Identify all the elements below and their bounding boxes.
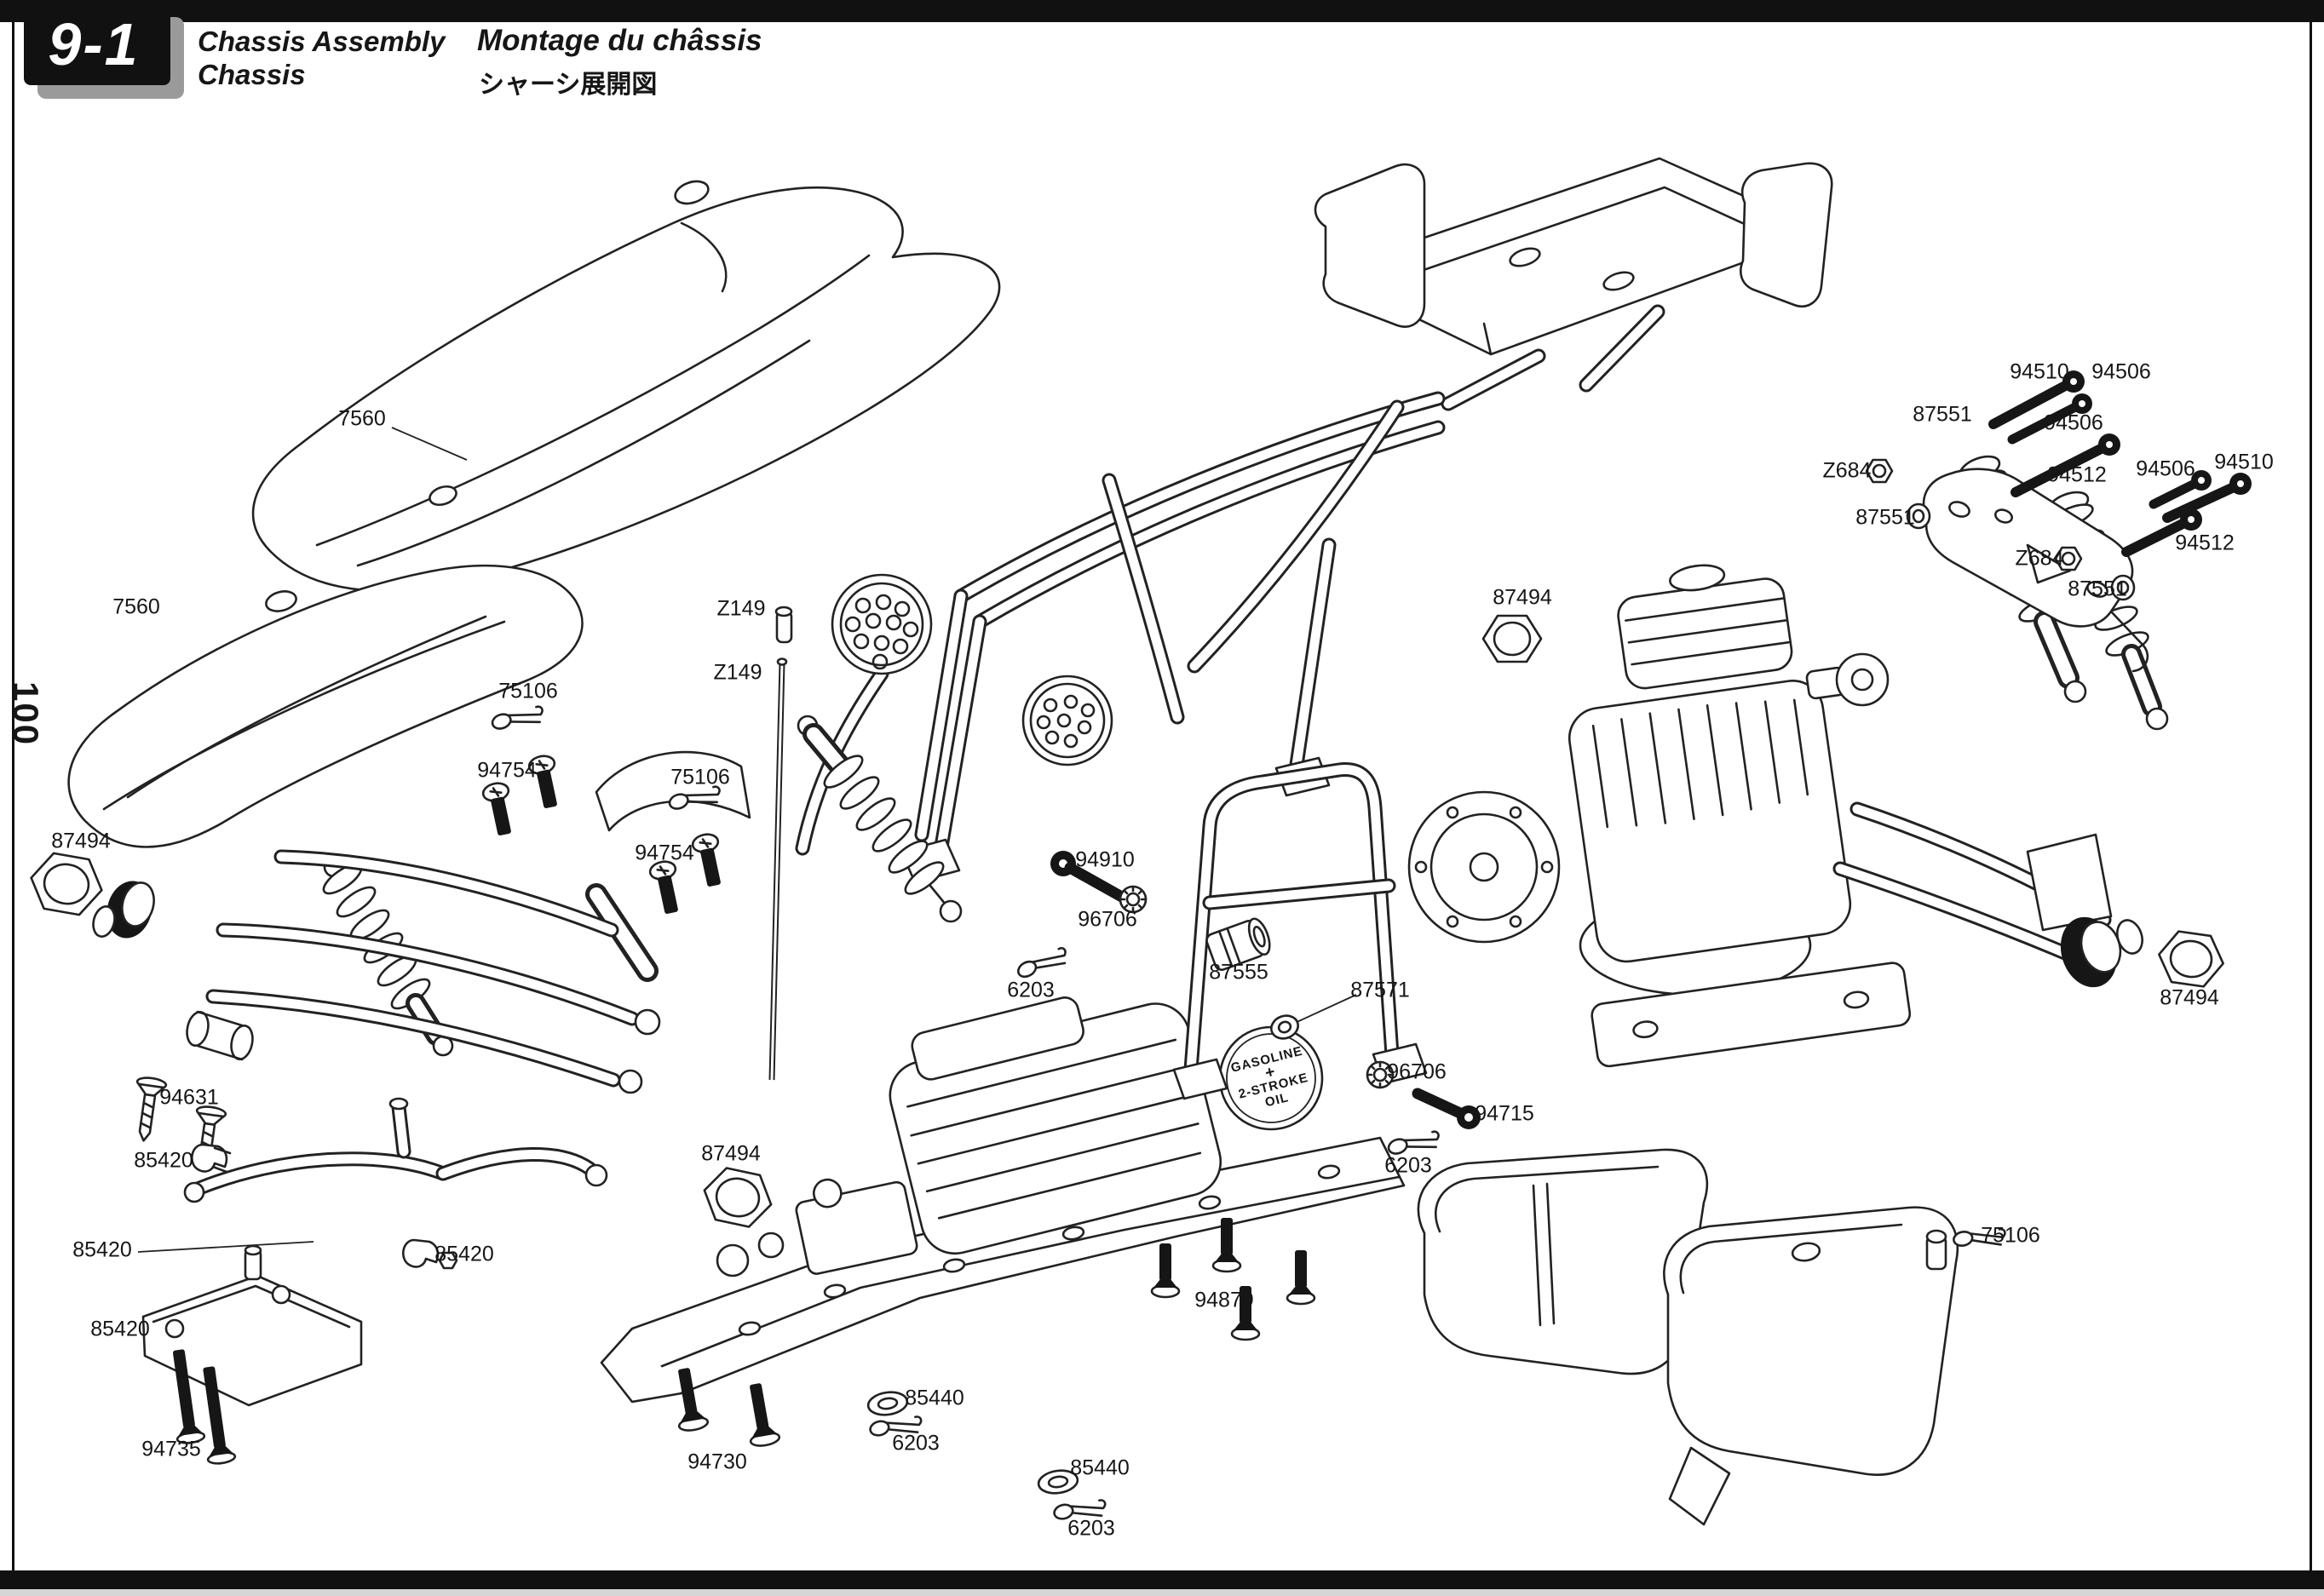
body-shell-front — [67, 564, 584, 848]
screw-94735-icon — [172, 1349, 237, 1465]
body-shell-upper — [251, 180, 1001, 592]
title-en-line1: Chassis Assembly — [198, 26, 446, 57]
washer-85440-icon — [866, 1391, 1079, 1495]
section-number: 9-1 — [48, 11, 140, 78]
sleeve-87555-icon — [1205, 917, 1271, 971]
body-clip-75106-icon — [491, 705, 2006, 1247]
bolt-cluster-icons — [1988, 370, 2252, 557]
button-screw-94754-icon — [481, 755, 721, 914]
left-suspension — [92, 715, 963, 1094]
hardware — [30, 370, 2252, 1520]
screw-94715-icon — [1412, 1088, 1481, 1129]
screw-94910-icon — [1050, 851, 1132, 905]
bottom-gray-strip — [0, 1589, 2324, 1596]
antenna-tube — [768, 606, 793, 1081]
washer-87551-icon — [1906, 502, 2136, 601]
leader-lines — [137, 427, 1357, 1253]
title-en-line2: Chassis — [198, 58, 306, 90]
left-border — [12, 22, 14, 1570]
screw-94879-icon — [1150, 1218, 1316, 1341]
right-border — [2310, 22, 2312, 1570]
tank-guard-frame — [1172, 762, 1428, 1100]
clip-85420-icon — [191, 1143, 458, 1270]
locknut-Z684-icon — [1865, 458, 2083, 571]
title-french: Montage du châssis — [477, 24, 762, 57]
screw-94730-icon — [677, 1368, 781, 1447]
fuel-tank — [889, 996, 1324, 1255]
rear-chassis-brace — [1922, 468, 2149, 673]
top-rule-bar — [0, 0, 2324, 22]
washer-96706-icon — [1119, 885, 1395, 1089]
bottom-rule-bar — [0, 1570, 2324, 1589]
chassis-plate — [600, 1136, 1406, 1404]
section-badge: 9-1 — [24, 3, 170, 85]
rear-wing — [1314, 157, 1833, 411]
rear-mudguards — [1417, 1148, 1959, 1526]
title-english: Chassis Assembly Chassis — [198, 26, 445, 92]
wheel-nut-87494-icon — [30, 614, 2224, 1228]
grommet-87571-icon — [1270, 1014, 1299, 1040]
front-skid-assembly — [141, 1097, 608, 1407]
body-clip-6203-icon — [869, 946, 1440, 1520]
roll-cage — [795, 391, 1446, 884]
engine-assembly — [1407, 564, 1912, 1068]
title-japanese: シャーシ展開図 — [479, 71, 658, 99]
